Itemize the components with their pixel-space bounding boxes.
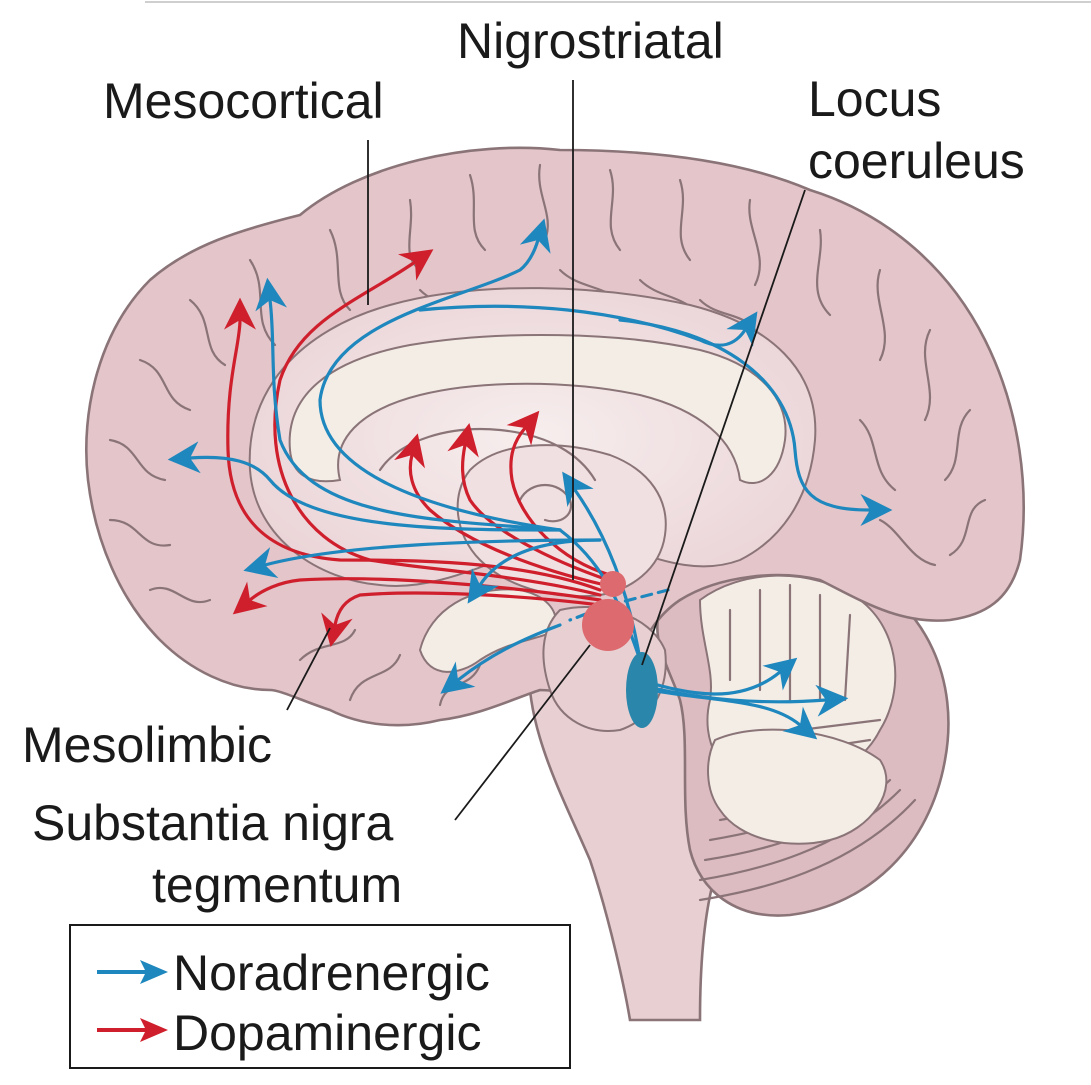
noradrenergic-pathways bbox=[167, 218, 893, 740]
label-mesolimbic: Mesolimbic bbox=[22, 717, 272, 773]
leader-substantia bbox=[454, 644, 591, 821]
leader-mesolimbic bbox=[286, 627, 331, 711]
leader-locus bbox=[641, 189, 806, 666]
label-locus-line1: Locus bbox=[808, 71, 941, 127]
mesocortical-path-1 bbox=[223, 297, 602, 592]
blue-arrow-icon bbox=[97, 960, 168, 984]
legend: Noradrenergic Dopaminergic bbox=[69, 924, 571, 1069]
nigrostriatal-path-2 bbox=[447, 423, 610, 582]
arbor-vitae-branches bbox=[718, 583, 882, 762]
nigrostriatal-path-1 bbox=[394, 433, 607, 587]
label-nigrostriatal: Nigrostriatal bbox=[457, 13, 724, 69]
locus-coeruleus-nucleus bbox=[626, 652, 658, 728]
vta-nucleus-small bbox=[600, 571, 626, 597]
na-path-occipital bbox=[618, 318, 893, 526]
label-mesocortical: Mesocortical bbox=[103, 73, 384, 129]
legend-item-noradrenergic: Noradrenergic bbox=[97, 945, 490, 1001]
corpus-callosum bbox=[288, 333, 787, 485]
na-path-thalamic bbox=[562, 471, 642, 662]
legend-label-noradrenergic: Noradrenergic bbox=[173, 945, 490, 1001]
label-locus-line2: coeruleus bbox=[808, 133, 1025, 189]
na-path-cingulate bbox=[318, 218, 562, 532]
na-path-dorsal bbox=[255, 277, 642, 662]
red-arrow-icon bbox=[97, 1018, 168, 1042]
na-path-orbital bbox=[243, 538, 602, 578]
na-path-cerebellar-3 bbox=[648, 688, 818, 740]
na-path-temporal bbox=[440, 623, 562, 694]
label-substantia-line1: Substantia nigra bbox=[32, 795, 394, 851]
label-substantia-line2: tegmentum bbox=[152, 857, 402, 913]
legend-box bbox=[69, 924, 571, 1069]
na-path-limbic bbox=[467, 538, 602, 604]
mesolimbic-path-2 bbox=[321, 591, 602, 647]
legend-label-dopaminergic: Dopaminergic bbox=[173, 1005, 481, 1061]
nigrostriatal-path-3 bbox=[506, 410, 612, 577]
mesolimbic-path-1 bbox=[232, 577, 602, 615]
na-path-frontal bbox=[167, 441, 562, 532]
legend-item-dopaminergic: Dopaminergic bbox=[97, 1005, 481, 1061]
substantia-nigra-nucleus bbox=[582, 599, 634, 651]
